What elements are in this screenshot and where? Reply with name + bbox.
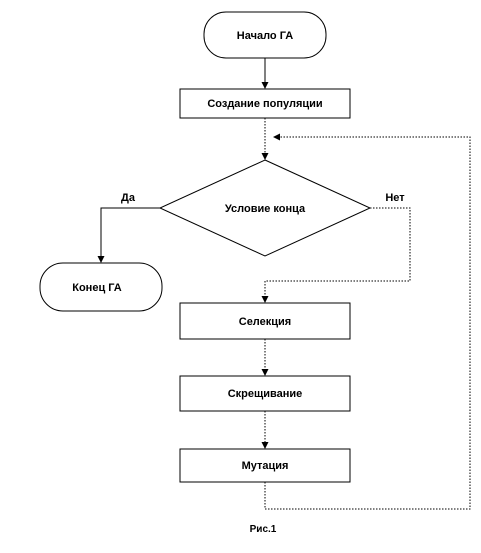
connector-condition-no-to-selection: [261, 207, 411, 303]
node-create-population-label: Создание популяции: [207, 98, 322, 110]
branch-no-label: Нет: [385, 192, 405, 204]
connector-start-to-create: [261, 58, 269, 89]
node-selection-label: Селекция: [239, 316, 291, 328]
connector-crossover-to-mutation: [261, 411, 269, 449]
node-end: Конец ГА: [39, 262, 163, 312]
node-start-label: Начало ГА: [237, 30, 293, 42]
figure-caption: Рис.1: [250, 524, 277, 535]
node-crossover-label: Скрещивание: [228, 388, 303, 400]
node-end-condition-label: Условие конца: [225, 203, 306, 215]
node-start: Начало ГА: [203, 11, 327, 59]
node-mutation-label: Мутация: [242, 460, 289, 472]
node-end-label: Конец ГА: [72, 282, 122, 294]
node-mutation: Мутация: [179, 448, 351, 483]
connector-create-to-condition: [261, 118, 269, 160]
node-selection: Селекция: [179, 302, 351, 340]
connector-loop-back: [264, 133, 471, 510]
branch-yes-label: Да: [121, 192, 136, 204]
node-end-condition: Условие конца: [158, 159, 372, 257]
node-crossover: Скрещивание: [179, 375, 351, 412]
connector-selection-to-crossover: [261, 339, 269, 376]
connector-condition-yes-to-end: [97, 207, 160, 263]
node-create-population: Создание популяции: [179, 88, 351, 119]
